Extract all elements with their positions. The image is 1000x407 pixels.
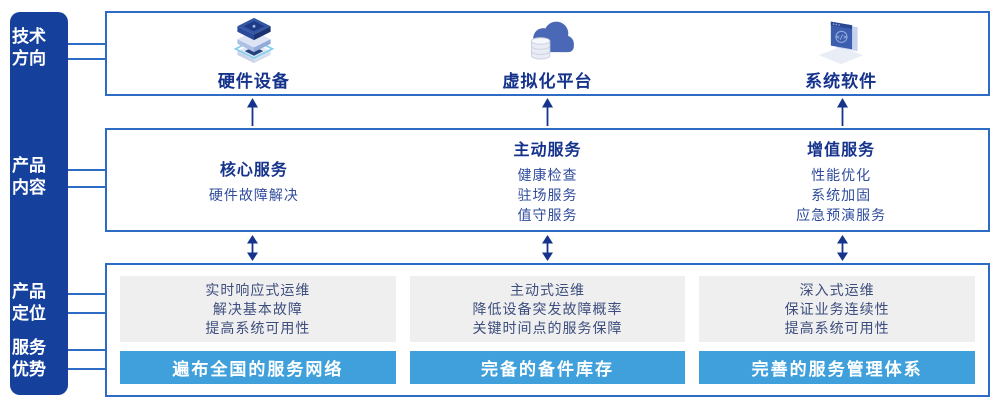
connector-line xyxy=(68,186,107,188)
connector-line xyxy=(68,293,107,295)
service-title: 主动服务 xyxy=(513,141,582,159)
tech-col-system-software: </> 系统软件 xyxy=(694,13,988,94)
positioning-line: 主动式运维 xyxy=(510,281,585,298)
server-stack-icon xyxy=(224,16,284,66)
connector-line xyxy=(68,312,107,314)
arrow-row-top xyxy=(105,98,990,127)
sidebar-item-service-advantage: 服务优势 xyxy=(12,338,46,379)
service-item: 健康检查 xyxy=(517,166,578,183)
positioning-line: 提高系统可用性 xyxy=(784,319,890,336)
positioning-line: 保证业务连续性 xyxy=(784,300,890,317)
advantage-bar: 完善的服务管理体系 xyxy=(699,351,976,384)
positioning-line: 关键时间点的服务保障 xyxy=(472,319,623,336)
up-arrow-icon xyxy=(400,98,695,127)
up-arrow-icon xyxy=(105,98,400,127)
connector-line xyxy=(68,58,107,60)
up-arrow-icon xyxy=(695,98,990,127)
tech-label-virtualization: 虚拟化平台 xyxy=(502,71,593,91)
positioning-line: 实时响应式运维 xyxy=(205,281,311,298)
tech-label-system-software: 系统软件 xyxy=(805,71,878,91)
service-item: 系统加固 xyxy=(811,186,872,203)
connector-line xyxy=(68,349,107,351)
svg-text:</>: </> xyxy=(836,34,847,41)
service-col-proactive: 主动服务 健康检查 驻场服务 值守服务 xyxy=(401,130,695,230)
product-positioning-panel: 实时响应式运维 解决基本故障 提高系统可用性 遍布全国的服务网络 主动式运维 降… xyxy=(105,263,990,397)
positioning-line: 深入式运维 xyxy=(799,281,875,298)
code-window-icon: </> xyxy=(811,16,871,66)
service-col-core: 核心服务 硬件故障解决 xyxy=(107,130,401,230)
service-item: 硬件故障解决 xyxy=(208,186,299,203)
advantage-bar: 完备的备件库存 xyxy=(409,351,686,384)
category-sidebar xyxy=(10,12,68,395)
service-title: 核心服务 xyxy=(219,161,288,179)
positioning-col-proactive: 主动式运维 降低设备突发故障概率 关键时间点的服务保障 完备的备件库存 xyxy=(409,276,686,384)
cloud-database-icon xyxy=(518,16,578,66)
service-title: 增值服务 xyxy=(807,141,876,159)
sidebar-item-product-positioning: 产品定位 xyxy=(12,282,46,323)
sidebar-item-product-content: 产品内容 xyxy=(12,156,46,197)
service-item: 应急预演服务 xyxy=(796,206,887,223)
positioning-line: 提高系统可用性 xyxy=(205,319,311,336)
service-item: 性能优化 xyxy=(811,166,872,183)
service-item: 驻场服务 xyxy=(517,186,578,203)
positioning-line: 降低设备突发故障概率 xyxy=(472,300,623,317)
positioning-col-realtime: 实时响应式运维 解决基本故障 提高系统可用性 遍布全国的服务网络 xyxy=(120,276,396,384)
advantage-bar: 遍布全国的服务网络 xyxy=(120,351,396,384)
product-content-panel: 核心服务 硬件故障解决 主动服务 健康检查 驻场服务 值守服务 增值服务 性能优… xyxy=(105,128,990,232)
arrow-row-bottom xyxy=(105,235,990,261)
positioning-points: 实时响应式运维 解决基本故障 提高系统可用性 xyxy=(120,276,396,342)
positioning-line: 解决基本故障 xyxy=(212,300,303,317)
double-arrow-icon xyxy=(695,235,990,261)
connector-line xyxy=(68,368,107,370)
tech-label-hardware: 硬件设备 xyxy=(217,71,290,91)
tech-direction-panel: 硬件设备 虚拟化平台 xyxy=(105,11,990,96)
connector-line xyxy=(68,43,107,45)
connector-line xyxy=(68,169,107,171)
positioning-col-deep: 深入式运维 保证业务连续性 提高系统可用性 完善的服务管理体系 xyxy=(699,276,976,384)
tech-col-hardware: 硬件设备 xyxy=(107,13,401,94)
double-arrow-icon xyxy=(105,235,400,261)
service-col-value-added: 增值服务 性能优化 系统加固 应急预演服务 xyxy=(694,130,988,230)
service-item: 值守服务 xyxy=(517,206,578,223)
sidebar-item-tech-direction: 技术方向 xyxy=(12,27,46,68)
positioning-points: 主动式运维 降低设备突发故障概率 关键时间点的服务保障 xyxy=(409,276,686,342)
positioning-points: 深入式运维 保证业务连续性 提高系统可用性 xyxy=(699,276,976,342)
double-arrow-icon xyxy=(400,235,695,261)
tech-col-virtualization: 虚拟化平台 xyxy=(401,13,695,94)
